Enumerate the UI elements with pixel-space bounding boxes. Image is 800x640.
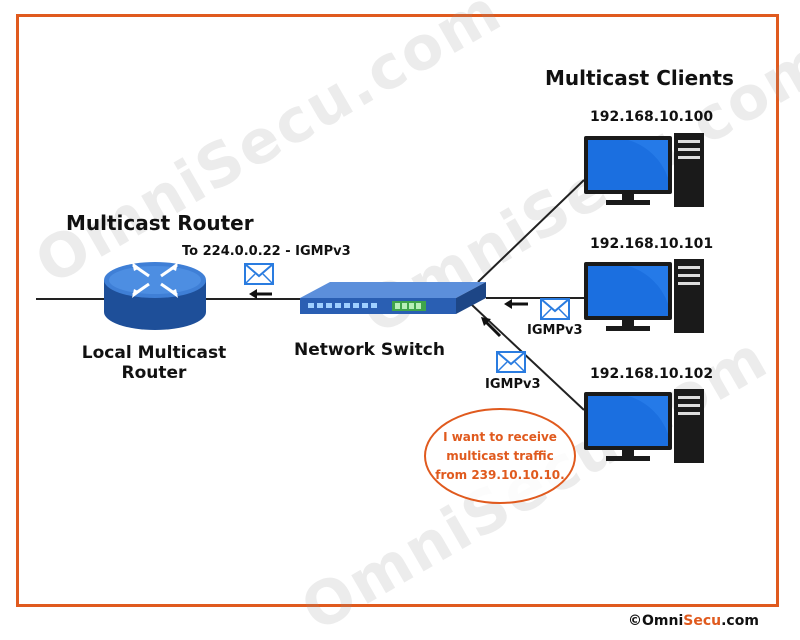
router-heading: Multicast Router [66,211,254,235]
clients-heading: Multicast Clients [545,66,734,90]
switch-caption: Network Switch [294,340,445,360]
copyright-brand-b: Secu [683,613,722,629]
speech-bubble: I want to receive multicast traffic from… [424,408,576,504]
envelope-icon [496,351,526,373]
switch-icon [300,282,486,314]
link-switch-client3 [471,304,585,411]
arrow-up-left-icon [481,317,502,338]
speech-line-3: from 239.10.10.10. [435,467,565,482]
arrow-left-icon [249,289,272,299]
client-3-ip: 192.168.10.102 [590,366,714,382]
envelope-icon [244,263,274,285]
copyright-brand-a: Omni [642,613,684,629]
router-icon [104,262,206,330]
igmp-label-client2: IGMPv3 [527,323,583,338]
envelope-icon [540,298,570,320]
speech-line-1: I want to receive [443,429,557,444]
router-caption-line2: Router [121,363,187,383]
router-caption: Local Multicast Router [74,343,234,383]
speech-text: I want to receive multicast traffic from… [435,428,564,485]
copyright-suffix: .com [721,613,759,629]
link-switch-client1 [477,179,585,283]
router-message: To 224.0.0.22 - IGMPv3 [182,244,351,259]
igmp-label-client3: IGMPv3 [485,377,541,392]
computer-icon [584,259,704,333]
client-1-ip: 192.168.10.100 [590,109,714,125]
computer-icon [584,389,704,463]
router-caption-line1: Local Multicast [81,343,227,363]
copyright: ©OmniSecu.com [628,613,759,629]
client-2-ip: 192.168.10.101 [590,236,714,252]
speech-line-2: multicast traffic [446,448,554,463]
copyright-symbol: © [628,613,642,629]
arrow-left-icon [504,299,528,309]
computer-icon [584,133,704,207]
